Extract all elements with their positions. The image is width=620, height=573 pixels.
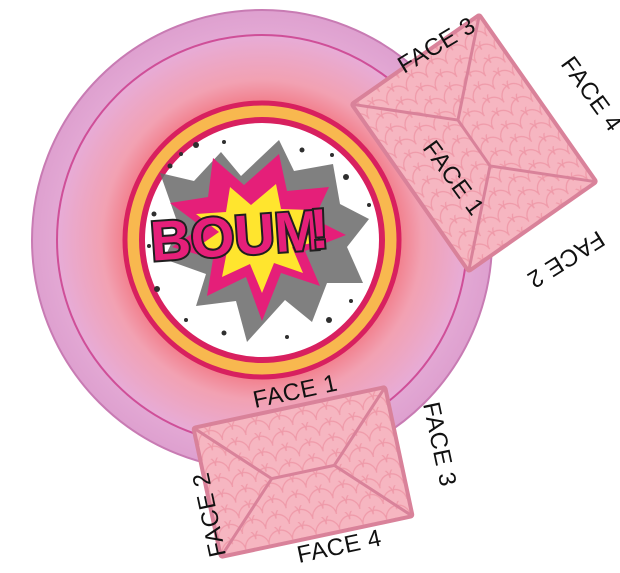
boum-title: BOUM ! — [148, 196, 331, 272]
box-bottom-face-right-label: FACE 3 — [417, 400, 461, 489]
box-top-right-face-right-label: FACE 4 — [555, 52, 620, 137]
box-top-right-face-bottom-label: FACE 2 — [522, 225, 609, 293]
boum-word: BOUM — [148, 198, 323, 273]
